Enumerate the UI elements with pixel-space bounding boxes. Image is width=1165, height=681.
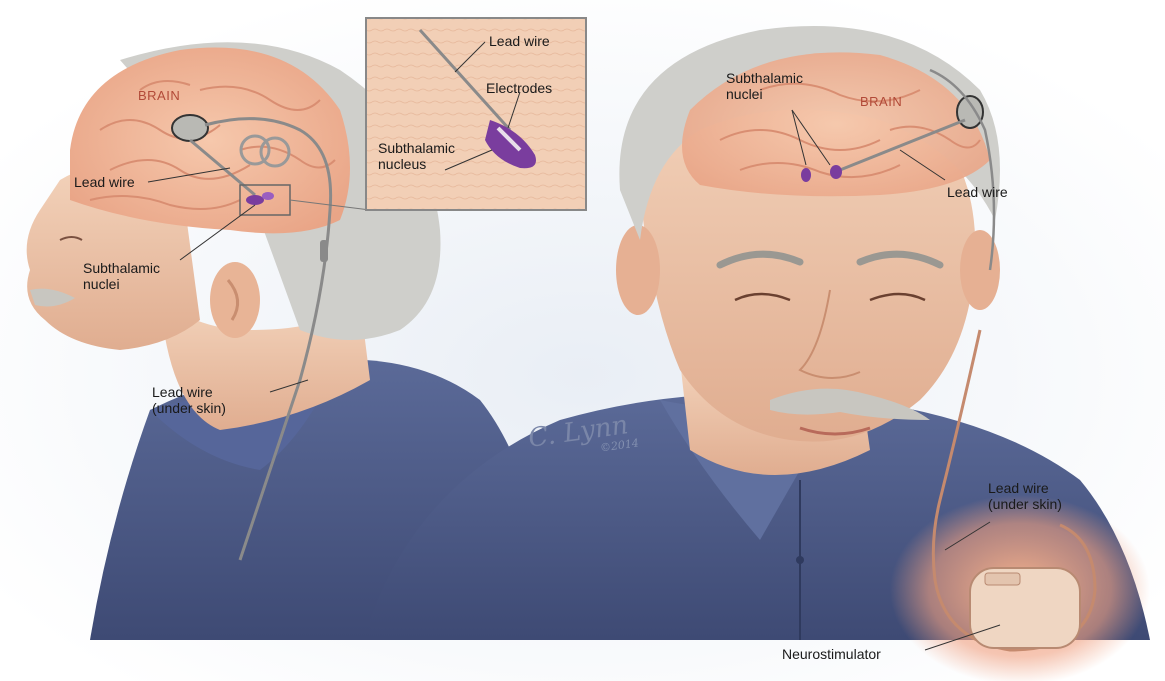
label-brain-right: BRAIN [860, 94, 902, 110]
label-brain-left: BRAIN [138, 88, 180, 104]
left-nucleus-1 [246, 195, 264, 205]
left-connector [320, 240, 328, 262]
left-ear [210, 262, 260, 338]
label-lead-wire-left: Lead wire [74, 174, 135, 190]
label-inset-lead-wire: Lead wire [489, 33, 550, 49]
label-subthalamic-nuclei-left: Subthalamic nuclei [83, 260, 160, 292]
label-inset-subthalamic-nucleus: Subthalamic nucleus [378, 140, 455, 172]
label-inset-electrodes: Electrodes [486, 80, 552, 96]
label-neurostimulator: Neurostimulator [782, 646, 881, 662]
inset [366, 18, 586, 210]
label-lead-wire-under-skin-right: Lead wire (under skin) [988, 480, 1062, 512]
left-nucleus-2 [262, 192, 274, 200]
right-ear-left [616, 225, 660, 315]
inset-frame [366, 18, 586, 210]
left-burr-hole [172, 115, 208, 141]
right-nucleus-1 [801, 168, 811, 182]
label-lead-wire-under-skin-left: Lead wire (under skin) [152, 384, 226, 416]
label-subthalamic-nuclei-right: Subthalamic nuclei [726, 70, 803, 102]
label-lead-wire-right: Lead wire [947, 184, 1008, 200]
right-nucleus-2 [830, 165, 842, 179]
right-button [796, 556, 804, 564]
